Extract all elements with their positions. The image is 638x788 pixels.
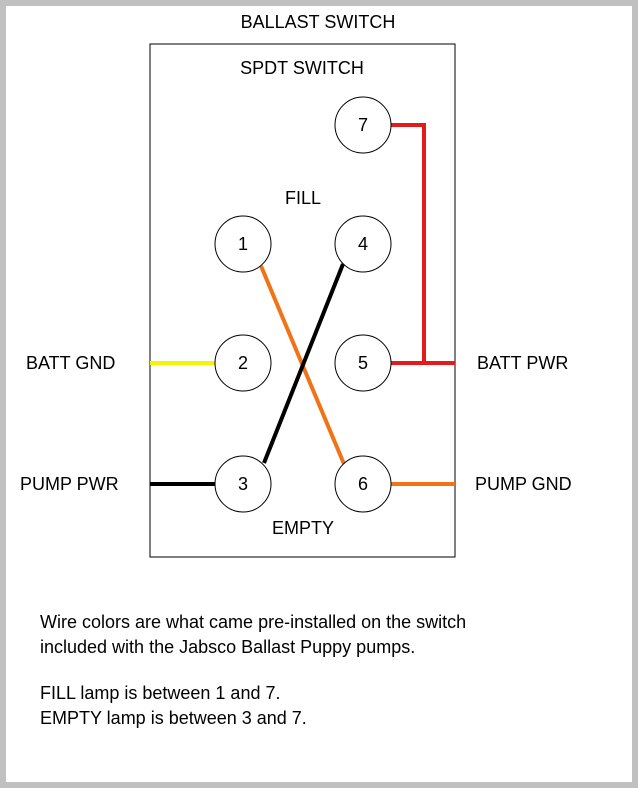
terminal-2: [214, 334, 272, 392]
diagram-title: BALLAST SWITCH: [241, 12, 396, 32]
batt-gnd-label: BATT GND: [26, 353, 115, 373]
wire-black-3-4: [262, 263, 345, 464]
terminal-5-label: 5: [358, 353, 368, 373]
note-line-2: included with the Jabsco Ballast Puppy p…: [40, 637, 415, 657]
terminal-4-label: 4: [358, 234, 368, 254]
terminal-2-label: 2: [238, 353, 248, 373]
terminal-6: [334, 455, 392, 513]
terminal-3-label: 3: [238, 474, 248, 494]
switch-title: SPDT SWITCH: [240, 58, 364, 78]
terminal-7-label: 7: [358, 115, 368, 135]
pump-pwr-label: PUMP PWR: [20, 474, 119, 494]
note-line-1: Wire colors are what came pre-installed …: [40, 612, 466, 632]
terminal-1-label: 1: [238, 234, 248, 254]
fill-label: FILL: [285, 188, 321, 208]
terminal-5: [334, 334, 392, 392]
wire-red-jumper-7-5: [391, 123, 426, 363]
empty-label: EMPTY: [272, 518, 334, 538]
note-line-3: FILL lamp is between 1 and 7.: [40, 683, 280, 703]
terminal-3: [214, 455, 272, 513]
batt-pwr-label: BATT PWR: [477, 353, 568, 373]
switch-body: [149, 43, 456, 558]
note-line-4: EMPTY lamp is between 3 and 7.: [40, 708, 307, 728]
terminal-4: [334, 215, 392, 273]
terminal-1: [214, 215, 272, 273]
pump-gnd-label: PUMP GND: [475, 474, 572, 494]
terminal-7: [334, 96, 392, 154]
terminal-6-label: 6: [358, 474, 368, 494]
